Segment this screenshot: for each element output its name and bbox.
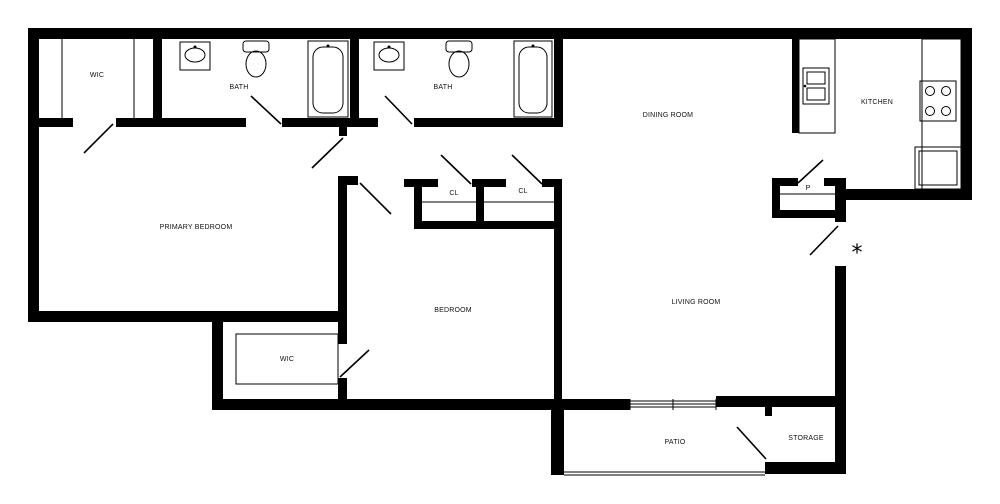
label-living-room: LIVING ROOM [672, 299, 721, 306]
refrigerator-icon [914, 146, 962, 190]
label-bedroom: BEDROOM [434, 307, 472, 314]
kitchen-sink-icon [802, 67, 830, 105]
label-wic-top: WIC [90, 72, 104, 79]
label-dining-room: DINING ROOM [643, 112, 693, 119]
walls [28, 28, 972, 475]
toilet-icon [445, 40, 473, 78]
door-pantry [797, 159, 824, 184]
door-wic-top [83, 123, 114, 154]
label-kitchen: KITCHEN [861, 99, 893, 106]
label-pantry: P [806, 185, 811, 192]
entry-marker: * [852, 241, 863, 266]
door-bath-2 [384, 95, 413, 125]
sink-icon [179, 41, 211, 71]
door-closet-2 [511, 154, 543, 185]
label-storage: STORAGE [788, 435, 824, 442]
label-bath-2: BATH [434, 84, 453, 91]
door-storage [736, 426, 767, 460]
label-closet-1: CL [449, 190, 458, 197]
sliding-door [629, 399, 717, 410]
bathtub-icon [513, 40, 553, 118]
fixtures [61, 38, 962, 476]
label-patio: PATIO [665, 439, 686, 446]
door-bedroom [359, 182, 392, 215]
door-wic-bottom [339, 349, 370, 378]
bathtub-icon [307, 40, 349, 118]
label-closet-2: CL [518, 188, 527, 195]
sink-icon [373, 41, 405, 71]
stove-icon [919, 80, 957, 122]
door-closet-1 [440, 154, 472, 185]
label-bath-1: BATH [230, 84, 249, 91]
door-entry [809, 225, 839, 256]
label-primary-bedroom: PRIMARY BEDROOM [160, 224, 233, 231]
label-wic-bottom: WIC [280, 356, 294, 363]
room-labels: WIC BATH BATH DINING ROOM KITCHEN PRIMAR… [90, 72, 893, 446]
doors [83, 95, 839, 460]
door-bath-1 [250, 95, 282, 125]
door-primary-bedroom [311, 137, 344, 169]
toilet-icon [242, 40, 270, 78]
